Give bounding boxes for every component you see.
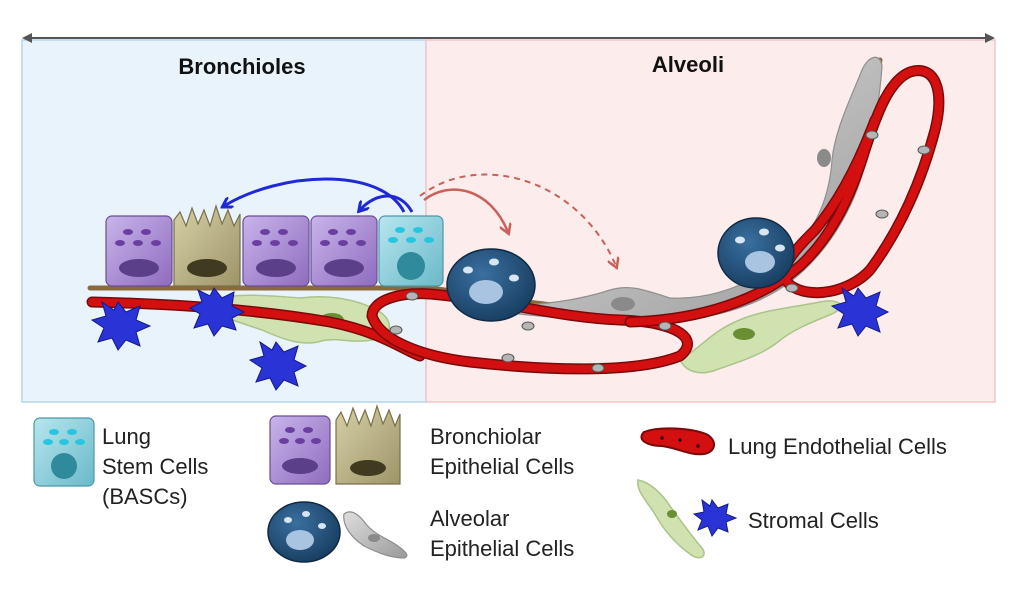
legend-stem-line3: (BASCs) <box>102 484 188 509</box>
stromal-nucleus-right <box>733 328 755 340</box>
legend: Lung Stem Cells (BASCs) Bronchiolar Epit… <box>33 404 947 563</box>
star-cell-2 <box>188 287 246 337</box>
legend-endo: Lung Endothelial Cells <box>728 434 947 459</box>
stromal-cell-right <box>679 300 842 374</box>
bronchioles-title: Bronchioles <box>178 54 305 79</box>
alveolar-type1-nucleus-top <box>817 149 831 167</box>
bronchiolar-cell-3 <box>310 215 378 287</box>
alveolar-type2-cell-center <box>446 248 536 322</box>
legend-stem-line1: Lung <box>102 424 151 449</box>
legend-alv-line1: Alveolar <box>430 506 509 531</box>
star-cell-4 <box>830 286 890 337</box>
legend-bronch-line2: Epithelial Cells <box>430 454 574 479</box>
legend-alveolar-type1-icon <box>343 511 408 559</box>
legend-capillary-icon <box>640 427 715 456</box>
bronchiolar-cell-1 <box>105 215 173 287</box>
capillary <box>86 65 945 375</box>
alveoli-title: Alveoli <box>652 52 724 77</box>
star-cell-1 <box>90 300 152 351</box>
legend-bronchiolar-purple-icon <box>269 415 331 485</box>
star-cell-3 <box>248 340 308 391</box>
legend-stromal: Stromal Cells <box>748 508 879 533</box>
legend-stromal-icon <box>637 479 705 559</box>
legend-ciliated-icon <box>335 404 401 485</box>
ciliated-cell <box>173 204 241 287</box>
arrow-to-alveolar-type2 <box>423 188 508 232</box>
legend-stem-line2: Stem Cells <box>102 454 208 479</box>
alveolar-type1-nucleus <box>611 297 635 311</box>
legend-alv-line2: Epithelial Cells <box>430 536 574 561</box>
legend-stem-cell-icon <box>33 417 95 487</box>
bronchiolar-cell-2 <box>242 215 310 287</box>
stem-cell-basc <box>378 215 444 287</box>
legend-star-icon <box>692 498 738 538</box>
arrow-to-alveolar-type1 <box>419 173 616 266</box>
legend-alveolar-type2-icon <box>267 501 341 563</box>
legend-bronch-line1: Bronchiolar <box>430 424 541 449</box>
capillary-nuclei <box>389 130 931 373</box>
alveolar-type2-cell-right <box>717 217 795 289</box>
arrow-to-bronchiolar-near <box>360 194 414 212</box>
